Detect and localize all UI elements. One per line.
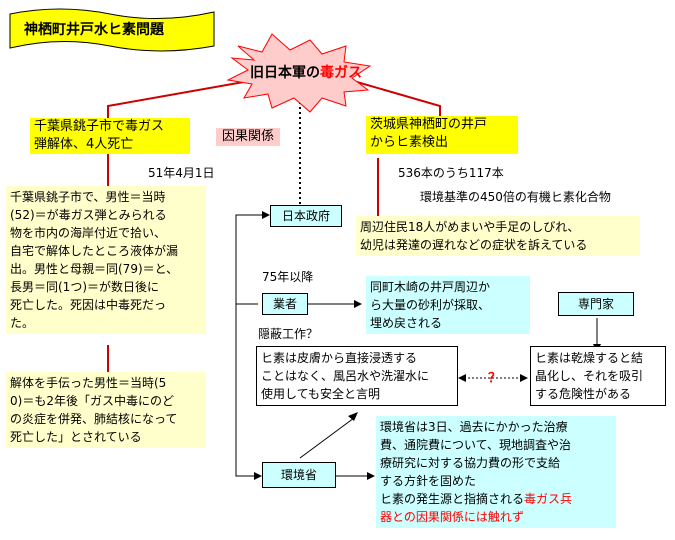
left-event-box: 千葉県銚子市で毒ガス 弾解体、4人死亡 <box>30 118 190 154</box>
claim-right-box: ヒ素は乾燥すると結 晶化し、それを吸引 する危険性がある <box>530 346 666 406</box>
red-link-left <box>107 79 256 118</box>
causal-label: 因果関係 <box>216 128 281 146</box>
contractor-note-line: 埋め戻される <box>370 316 443 330</box>
claim-arrowhead <box>348 412 358 421</box>
claim-left-line: 使用しても安全と言明 <box>261 387 381 401</box>
ministry-note-line: 療研究に対する協力費の形で支給 <box>380 456 561 470</box>
page-title: 神栖町井戸水ヒ素問題 <box>24 22 164 38</box>
contractor-arrowhead <box>354 300 362 308</box>
left-event-line2: 弾解体、4人死亡 <box>34 137 134 152</box>
left-detail-box: 千葉県銚子市で、男性＝当時 (52)＝が毒ガス弾とみられる 物を市内の海岸付近で… <box>6 186 206 334</box>
claim-right-line: ヒ素は乾燥すると結 <box>535 351 644 365</box>
left-detail-line: 自宅で解体したところ液体が漏 <box>10 244 179 258</box>
red-link-right <box>349 79 441 118</box>
gov-tree <box>235 214 265 477</box>
government-box: 日本政府 <box>270 205 342 227</box>
ministry-note-line: 費、通院費について、現地調査や治 <box>380 438 572 452</box>
ministry-note-line: する方針を固めた <box>380 474 477 488</box>
residents-box: 周辺住民18人がめまいや手足のしびれ、 幼児は発達の遅れなどの症状を訴えている <box>356 216 640 256</box>
left-detail-line: 出。男性と母親＝同(79)＝と、 <box>10 262 179 276</box>
right-event-line1: 茨城県神栖町の井戸 <box>370 117 488 132</box>
question-mark: ？ <box>488 371 502 386</box>
title-banner-shape <box>9 8 215 52</box>
claim-left-line: ヒ素は皮膚から直接浸透する <box>261 351 418 365</box>
right-event-line2: からヒ素検出 <box>370 135 449 150</box>
claim-left-line: ことはなく、風呂水や洗濯水に <box>261 369 430 383</box>
contractor-note-line: ら大量の砂利が採取、 <box>370 298 491 312</box>
compare-arrow-left <box>458 374 466 382</box>
compare-arrow-right <box>520 374 528 382</box>
center-label: 旧日本軍の毒ガス <box>250 64 362 82</box>
left-event-line1: 千葉県銚子市で毒ガス <box>34 119 165 134</box>
residents-line: 幼児は発達の遅れなどの症状を訴えている <box>360 238 588 252</box>
ministry-note-red2: 器との因果関係には触れず <box>380 510 524 524</box>
claim-right-line: する危険性がある <box>535 387 632 401</box>
date-label: 51年4月1日 <box>148 166 215 180</box>
claim-right-line: 晶化し、それを吸引 <box>535 369 644 383</box>
left-detail2-line: 死亡した」とされている <box>10 430 142 444</box>
right-event-box: 茨城県神栖町の井戸 からヒ素検出 <box>366 116 518 154</box>
stats-line2: 環境基準の450倍の有機ヒ素化合物 <box>420 190 611 204</box>
contractor-box: 業者 <box>262 293 308 315</box>
stats-line1: 536本のうち117本 <box>398 166 504 180</box>
note-arrowhead <box>367 472 375 480</box>
ministry-note-line5: ヒ素の発生源と指摘される毒ガス兵 <box>380 490 612 508</box>
explosion-shape <box>226 33 372 113</box>
left-detail-line: 千葉県銚子市で、男性＝当時 <box>10 190 166 204</box>
left-detail-line: 死亡した。死因は中毒死だっ <box>10 298 167 312</box>
contractor-note-line: 同町木崎の井戸周辺か <box>370 280 491 294</box>
ministry-note-line5-text: ヒ素の発生源と指摘される <box>380 492 525 506</box>
ministry-note-red1: 毒ガス兵 <box>524 492 573 506</box>
claim-left-box: ヒ素は皮膚から直接浸透する ことはなく、風呂水や洗濯水に 使用しても安全と言明 <box>256 346 458 406</box>
ministry-note-line: 環境省は3日、過去にかかった治療 <box>380 420 568 434</box>
center-label-pre: 旧日本軍の <box>250 65 320 81</box>
ministry-arrowhead <box>254 472 262 480</box>
left-detail-line: 物を市内の海岸付近で拾い、 <box>10 226 167 240</box>
left-detail2-box: 解体を手伝った男性＝当時(5 0)＝も2年後「ガス中毒にのど の炎症を併発、肺結… <box>6 372 206 448</box>
left-detail2-line: の炎症を併発、肺結核になって <box>10 412 178 426</box>
since-75-label: 75年以降 <box>262 270 314 284</box>
left-detail2-line: 0)＝も2年後「ガス中毒にのど <box>10 394 174 408</box>
coverup-label: 隠蔽工作？ <box>258 327 319 341</box>
gov-arrowhead <box>262 211 270 219</box>
residents-line: 周辺住民18人がめまいや手足のしびれ、 <box>360 220 580 234</box>
left-detail-line: (52)＝が毒ガス弾とみられる <box>10 208 167 222</box>
ministry-to-claim <box>299 417 355 459</box>
center-label-emph: 毒ガス <box>320 65 362 81</box>
left-detail-line: 長男＝同(1つ)＝が数日後に <box>10 280 159 294</box>
expert-box: 専門家 <box>558 292 634 316</box>
ministry-note-box: 環境省は3日、過去にかかった治療 費、通院費について、現地調査や治 療研究に対す… <box>376 416 616 528</box>
left-detail-line: た。 <box>10 316 35 330</box>
ministry-box: 環境省 <box>262 462 336 488</box>
left-detail2-line: 解体を手伝った男性＝当時(5 <box>10 376 167 390</box>
contractor-note-box: 同町木崎の井戸周辺か ら大量の砂利が採取、 埋め戻される <box>366 276 530 334</box>
